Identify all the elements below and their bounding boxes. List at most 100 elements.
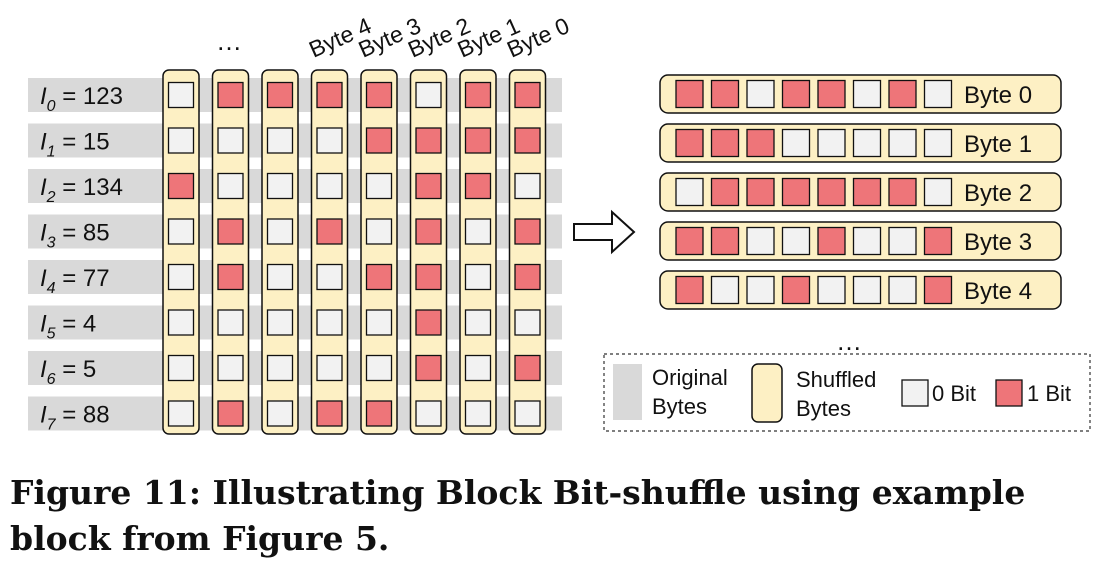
legend-one-label: 1 Bit bbox=[1027, 381, 1071, 406]
bit-zero bbox=[217, 127, 244, 154]
input-label: I5 = 4 bbox=[40, 311, 96, 343]
bit-one bbox=[365, 127, 393, 154]
bit-one bbox=[746, 177, 775, 207]
legend-shuffled-swatch bbox=[751, 363, 783, 423]
bit-zero bbox=[266, 400, 294, 427]
bit-one bbox=[923, 275, 953, 305]
input-label: I6 = 5 bbox=[40, 356, 96, 388]
bit-one bbox=[781, 177, 811, 207]
bit-zero bbox=[266, 127, 294, 154]
bit-one bbox=[167, 172, 195, 200]
bit-zero bbox=[266, 309, 294, 336]
input-label: I1 = 15 bbox=[40, 129, 110, 161]
bit-zero bbox=[781, 226, 811, 256]
bit-one bbox=[710, 177, 740, 207]
bit-zero bbox=[464, 400, 492, 427]
bit-one bbox=[464, 172, 492, 200]
legend-original-label: Original bbox=[652, 365, 728, 390]
bit-one bbox=[316, 218, 343, 245]
bit-zero bbox=[365, 218, 393, 245]
bit-one bbox=[415, 263, 442, 291]
legend-one-swatch bbox=[995, 379, 1023, 407]
bit-zero bbox=[464, 354, 492, 382]
bit-zero bbox=[316, 263, 343, 291]
bit-zero bbox=[464, 309, 492, 336]
input-label: I4 = 77 bbox=[40, 265, 110, 297]
bit-zero bbox=[365, 309, 393, 336]
input-label: I0 = 123 bbox=[40, 83, 123, 115]
bit-one bbox=[365, 263, 393, 291]
bit-one bbox=[415, 172, 442, 200]
bit-one bbox=[710, 226, 740, 256]
legend-original-label: Bytes bbox=[652, 394, 707, 419]
bit-one bbox=[710, 79, 740, 109]
bit-zero bbox=[167, 218, 195, 245]
bit-zero bbox=[316, 309, 343, 336]
bit-one bbox=[817, 79, 846, 109]
figure-caption: Figure 11: Illustrating Block Bit-shuffl… bbox=[10, 473, 1026, 558]
bit-one bbox=[415, 218, 442, 245]
shuffled-column bbox=[459, 69, 497, 435]
bit-zero bbox=[217, 354, 244, 382]
bit-one bbox=[514, 218, 541, 245]
bit-zero bbox=[167, 81, 195, 109]
bit-zero bbox=[167, 354, 195, 382]
shuffled-column bbox=[261, 69, 299, 435]
bit-one bbox=[464, 127, 492, 154]
bit-one bbox=[852, 177, 882, 207]
bit-zero bbox=[415, 400, 442, 427]
legend-zero-label: 0 Bit bbox=[932, 381, 976, 406]
bit-one bbox=[514, 127, 541, 154]
bit-zero bbox=[923, 128, 953, 158]
bit-zero bbox=[266, 172, 294, 200]
bit-zero bbox=[514, 172, 541, 200]
bit-one bbox=[316, 400, 343, 427]
bit-one bbox=[888, 177, 917, 207]
bit-zero bbox=[167, 263, 195, 291]
bit-zero bbox=[266, 263, 294, 291]
bit-zero bbox=[316, 354, 343, 382]
shuffled-ellipsis: … bbox=[836, 326, 862, 356]
bit-one bbox=[266, 81, 294, 109]
bit-one bbox=[464, 81, 492, 109]
bit-one bbox=[514, 354, 541, 382]
bit-zero bbox=[710, 275, 740, 305]
input-label: I7 = 88 bbox=[40, 402, 110, 434]
bit-one bbox=[817, 226, 846, 256]
input-label: I3 = 85 bbox=[40, 220, 110, 252]
bit-zero bbox=[167, 127, 195, 154]
bit-zero bbox=[888, 226, 917, 256]
shuffled-column bbox=[508, 69, 547, 435]
bit-one bbox=[710, 128, 740, 158]
shuffled-byte-label: Byte 3 bbox=[964, 229, 1032, 256]
shuffled-byte-label: Byte 1 bbox=[964, 131, 1032, 158]
bit-zero bbox=[888, 275, 917, 305]
bit-one bbox=[675, 275, 704, 305]
bit-one bbox=[217, 263, 244, 291]
bit-one bbox=[217, 400, 244, 427]
bit-zero bbox=[514, 309, 541, 336]
bit-one bbox=[675, 128, 704, 158]
bit-zero bbox=[365, 172, 393, 200]
shuffled-byte-label: Byte 4 bbox=[964, 278, 1032, 305]
bit-one bbox=[514, 81, 541, 109]
legend-zero-swatch bbox=[901, 379, 929, 407]
shuffled-column bbox=[310, 69, 349, 435]
bit-zero bbox=[464, 263, 492, 291]
bit-one bbox=[415, 309, 442, 336]
bit-zero bbox=[415, 81, 442, 109]
transform-arrow bbox=[573, 209, 636, 255]
bit-one bbox=[365, 400, 393, 427]
shuffled-byte-label: Byte 0 bbox=[964, 82, 1032, 109]
right-arrow-icon bbox=[573, 209, 636, 255]
shuffled-column bbox=[162, 69, 200, 435]
bit-zero bbox=[852, 226, 882, 256]
bit-one bbox=[746, 128, 775, 158]
bit-one bbox=[675, 226, 704, 256]
bit-zero bbox=[167, 309, 195, 336]
col-header-ellipsis: … bbox=[216, 26, 242, 56]
bit-zero bbox=[217, 309, 244, 336]
